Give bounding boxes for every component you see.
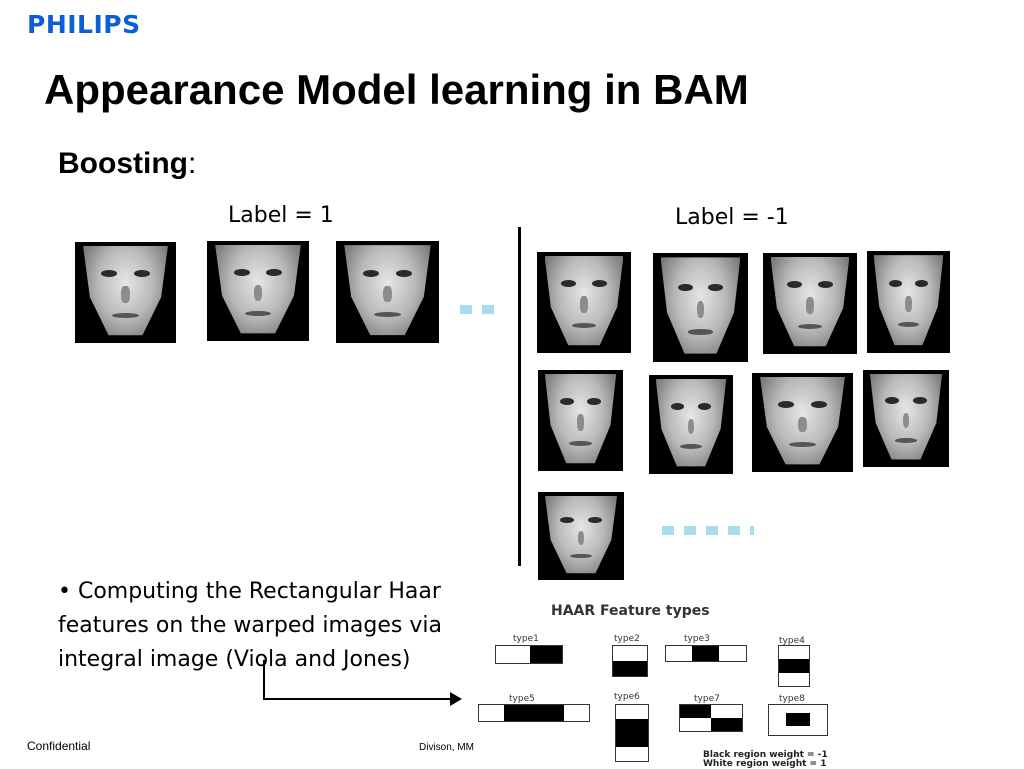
arrow-line-vertical (263, 660, 265, 700)
subtitle-colon: : (187, 147, 197, 180)
face-image-negative-3 (763, 253, 857, 354)
haar-type1-box (495, 645, 563, 664)
haar-type5-label: type5 (509, 694, 535, 704)
label-negative: Label = -1 (675, 205, 789, 230)
haar-title: HAAR Feature types (551, 603, 710, 619)
haar-type8-label: type8 (779, 694, 805, 704)
haar-type5-box (478, 704, 590, 722)
bullet-text: • Computing the Rectangular Haar feature… (58, 579, 442, 672)
haar-type4-label: type4 (779, 636, 805, 646)
black-weight-note: Black region weight = -1 (703, 750, 828, 760)
haar-type6-label: type6 (614, 692, 640, 702)
face-image-negative-8 (863, 370, 949, 467)
haar-type4-box (778, 645, 810, 687)
face-image-negative-9 (538, 492, 624, 580)
face-image-negative-5 (538, 370, 623, 471)
face-image-negative-1 (537, 252, 631, 353)
haar-type2-label: type2 (614, 634, 640, 644)
face-image-negative-4 (867, 251, 950, 353)
vertical-divider (518, 227, 521, 566)
face-image-negative-2 (653, 253, 748, 362)
ellipsis-dots-positive (460, 305, 494, 314)
face-image-positive-1 (75, 242, 176, 343)
haar-type3-box (665, 645, 747, 662)
haar-type6-box (615, 704, 649, 762)
haar-type7-box (679, 704, 743, 732)
haar-type2-box (612, 645, 648, 677)
footer-division: Divison, MM (419, 742, 475, 753)
arrow-head-icon (450, 692, 462, 706)
arrow-line-horizontal (263, 698, 453, 700)
slide-title: Appearance Model learning in BAM (44, 66, 749, 113)
face-image-positive-3 (336, 241, 439, 343)
face-image-negative-6 (649, 375, 733, 474)
face-image-negative-7 (752, 373, 853, 472)
haar-type7-label: type7 (694, 694, 720, 704)
footer-confidential: Confidential (27, 739, 91, 753)
philips-logo: PHILIPS (27, 10, 141, 39)
ellipsis-dots-negative (662, 526, 754, 535)
subtitle-bold: Boosting (58, 147, 188, 180)
haar-type3-label: type3 (684, 634, 710, 644)
face-image-positive-2 (207, 241, 309, 341)
white-weight-note: White region weight = 1 (703, 759, 827, 769)
haar-type8-box (768, 704, 828, 736)
slide-subtitle: Boosting: (58, 147, 196, 181)
label-positive: Label = 1 (228, 203, 334, 228)
haar-type1-label: type1 (513, 634, 539, 644)
